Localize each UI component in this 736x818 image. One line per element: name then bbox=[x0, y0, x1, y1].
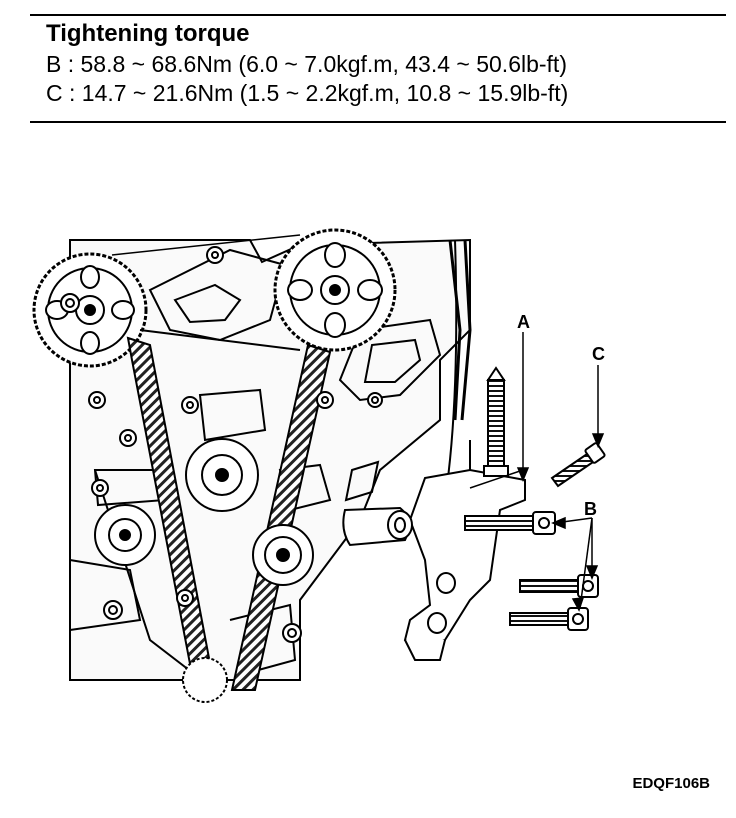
figure-code: EDQF106B bbox=[632, 775, 710, 792]
crankshaft-sprocket bbox=[94, 504, 228, 703]
right-camshaft-sprocket bbox=[273, 228, 397, 352]
callout-b: B bbox=[584, 499, 597, 519]
torque-spec-c: C : 14.7 ~ 21.6Nm (1.5 ~ 2.2kgf.m, 10.8 … bbox=[46, 80, 569, 106]
bolt-b-upper bbox=[464, 511, 556, 535]
engine-bolts bbox=[60, 246, 383, 643]
bottom-rule bbox=[30, 121, 726, 123]
bolt-b-lower bbox=[509, 607, 589, 631]
leader-lines bbox=[469, 332, 605, 612]
torque-spec-b: B : 58.8 ~ 68.6Nm (6.0 ~ 7.0kgf.m, 43.4 … bbox=[46, 51, 567, 77]
torque-title: Tightening torque bbox=[46, 20, 250, 47]
bolt-b-middle bbox=[519, 574, 599, 598]
left-camshaft-sprocket bbox=[32, 252, 148, 368]
tensioner-pulley bbox=[252, 524, 314, 586]
idler-pulley bbox=[185, 438, 259, 512]
stud-bolt-a bbox=[483, 366, 509, 477]
timing-belt bbox=[94, 234, 332, 691]
top-rule bbox=[30, 14, 726, 16]
bolt-c bbox=[550, 442, 606, 488]
torque-spec-block: Tightening torque B : 58.8 ~ 68.6Nm (6.0… bbox=[46, 20, 726, 108]
callout-a: A bbox=[517, 312, 530, 332]
engine-block bbox=[69, 238, 472, 681]
callout-c: C bbox=[592, 344, 605, 364]
